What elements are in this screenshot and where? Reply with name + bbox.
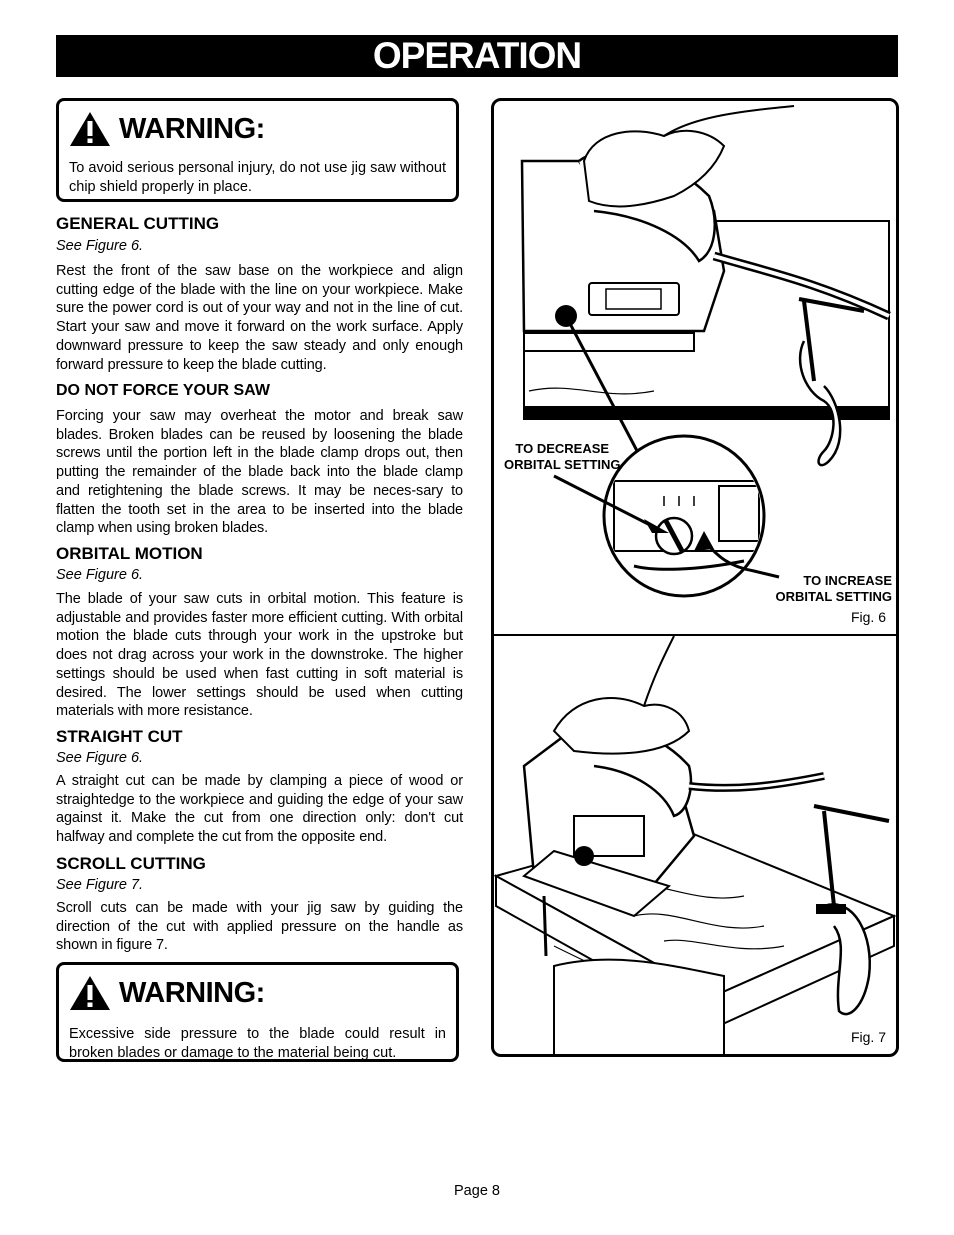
- callout-line: ORBITAL SETTING: [775, 589, 892, 604]
- see-figure: See Figure 6.: [56, 567, 144, 583]
- warning-label: WARNING:: [119, 976, 265, 1009]
- page-title: OPERATION: [56, 35, 898, 77]
- figure-6-label: Fig. 6: [850, 609, 886, 625]
- scroll-cutting-illustration: [494, 636, 896, 1054]
- see-figure: See Figure 6.: [56, 238, 144, 254]
- section-body: Forcing your saw may overheat the motor …: [56, 408, 463, 537]
- figure-divider: [494, 634, 896, 636]
- callout-line: ORBITAL SETTING: [504, 457, 621, 472]
- figure-7-label: Fig. 7: [850, 1029, 886, 1045]
- warning-triangle-icon: [70, 112, 110, 146]
- section-heading: STRAIGHT CUT: [56, 727, 183, 746]
- page-number: Page 8: [454, 1183, 500, 1199]
- figure-panel: TO DECREASE ORBITAL SETTING TO INCREASE …: [491, 98, 899, 1057]
- section-heading: DO NOT FORCE YOUR SAW: [56, 382, 270, 399]
- warning-text: To avoid serious personal injury, do not…: [69, 160, 446, 195]
- warning-header: WARNING:: [69, 975, 446, 1011]
- section-heading: SCROLL CUTTING: [56, 854, 206, 873]
- decrease-orbital-callout: TO DECREASE ORBITAL SETTING: [504, 441, 621, 473]
- warning-box-chip-shield: WARNING: To avoid serious personal injur…: [56, 98, 459, 202]
- section-heading: GENERAL CUTTING: [56, 214, 220, 233]
- warning-header: WARNING:: [69, 111, 446, 147]
- section-body: The blade of your saw cuts in orbital mo…: [56, 591, 463, 720]
- section-heading: ORBITAL MOTION: [56, 544, 203, 563]
- warning-triangle-icon: [70, 976, 110, 1010]
- section-body: A straight cut can be made by clamping a…: [56, 773, 463, 846]
- orbital-motion-section: ORBITAL MOTION See Figure 6. The blade o…: [56, 544, 463, 721]
- see-figure: See Figure 7.: [56, 877, 144, 893]
- section-body: Rest the front of the saw base on the wo…: [56, 263, 463, 373]
- scroll-cutting-section: SCROLL CUTTING See Figure 7. Scroll cuts…: [56, 854, 463, 955]
- warning-text: Excessive side pressure to the blade cou…: [69, 1026, 446, 1061]
- section-body: Scroll cuts can be made with your jig sa…: [56, 900, 463, 954]
- straight-cut-section: STRAIGHT CUT See Figure 6. A straight cu…: [56, 727, 463, 847]
- general-cutting-section: GENERAL CUTTING See Figure 6. Rest the f…: [56, 214, 463, 374]
- do-not-force-section: DO NOT FORCE YOUR SAW Forcing your saw m…: [56, 381, 463, 538]
- jigsaw-illustration: [520, 105, 891, 598]
- increase-orbital-callout: TO INCREASE ORBITAL SETTING: [775, 573, 892, 605]
- warning-box-side-pressure: WARNING: Excessive side pressure to the …: [56, 962, 459, 1062]
- see-figure: See Figure 6.: [56, 750, 144, 766]
- callout-line: TO INCREASE: [803, 573, 892, 588]
- callout-line: TO DECREASE: [515, 441, 610, 456]
- warning-label: WARNING:: [119, 112, 265, 145]
